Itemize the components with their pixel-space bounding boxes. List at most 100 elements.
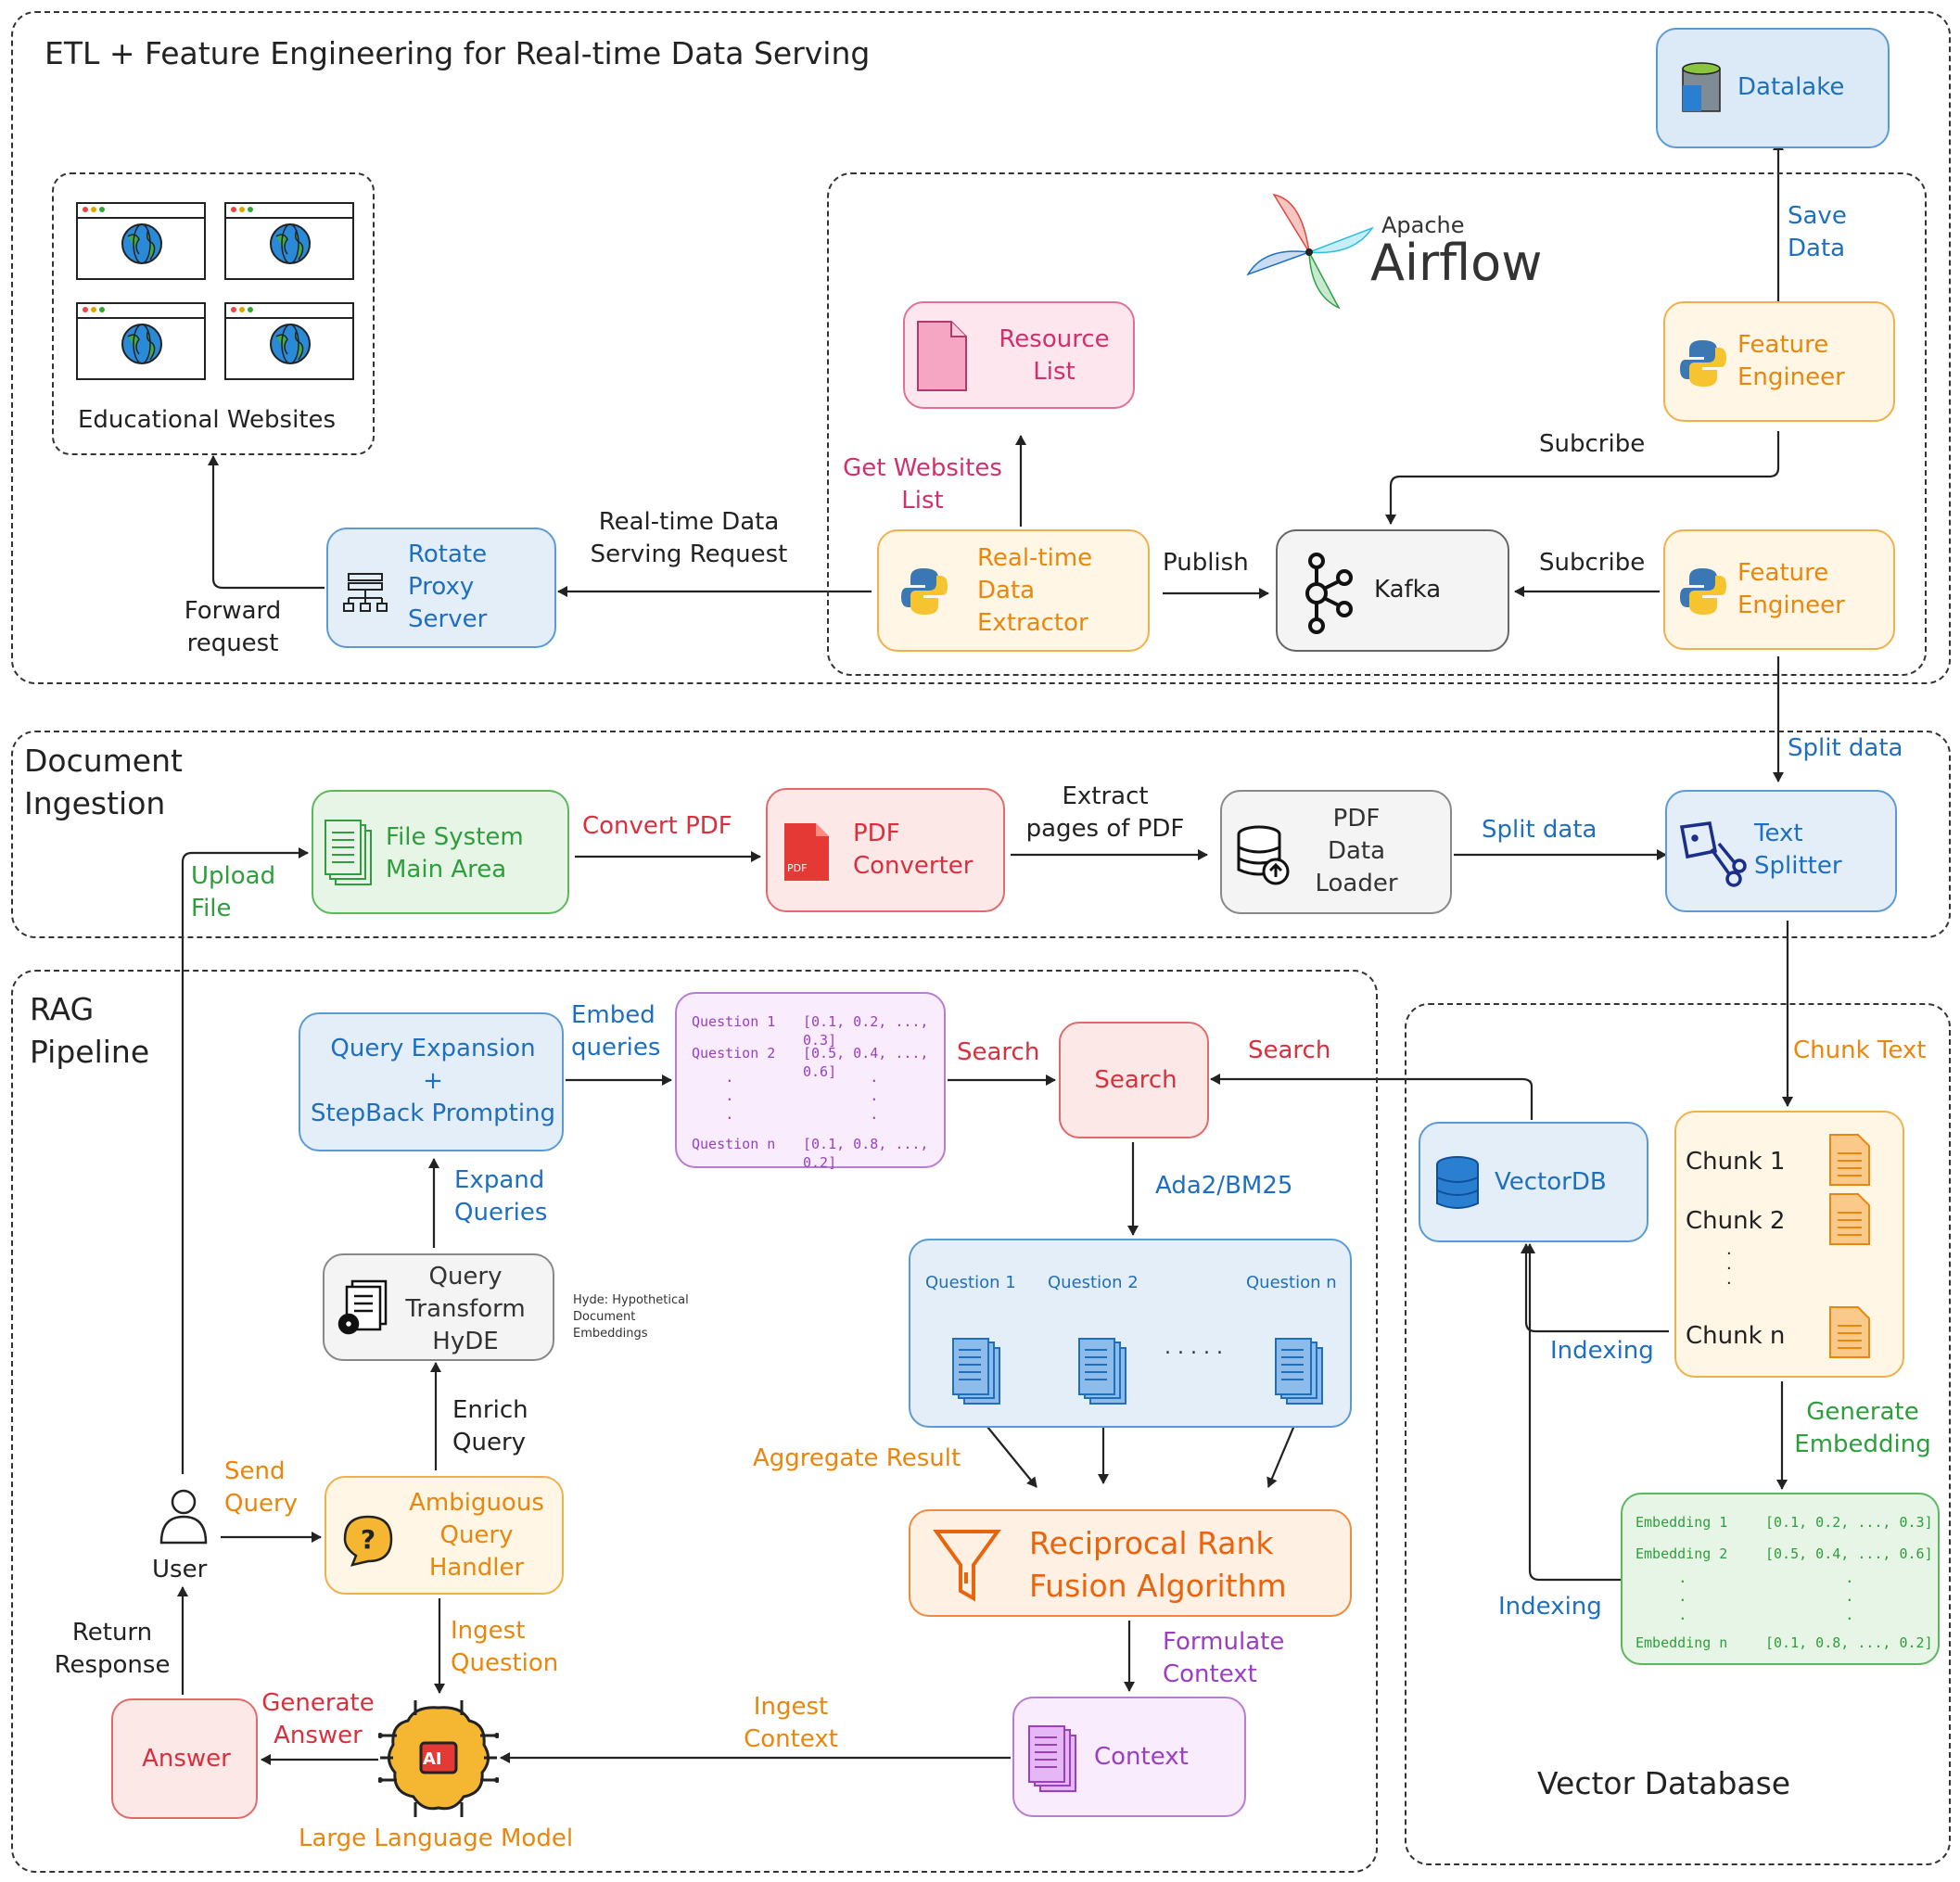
kafka-node[interactable]: Kafka [1276, 529, 1509, 652]
edge-label-enrich-query: Enrich Query [452, 1396, 528, 1456]
query-expansion-label: Query Expansion + StepBack Prompting [310, 1035, 556, 1127]
results-ellipsis: . . . . . [1165, 1336, 1223, 1359]
pdf-loader-label: PDF Data Loader [1315, 805, 1398, 897]
document-ingestion-group [11, 731, 1951, 938]
answer-node[interactable]: Answer [111, 1698, 258, 1819]
vertical-ellipsis: . . . [725, 1068, 734, 1123]
globe-icon [270, 324, 311, 364]
question-embedding-label: Question 1 [692, 1013, 776, 1030]
document-gear-icon [337, 1279, 388, 1335]
pdf-converter-node[interactable]: PDF PDF Converter [766, 788, 1005, 912]
question-embedding-value: [0.1, 0.2, ..., 0.3] [803, 1013, 929, 1049]
question-embeddings-node[interactable]: Question 1 [0.1, 0.2, ..., 0.3] Question… [675, 992, 946, 1171]
llm-label: Large Language Model [299, 1825, 574, 1852]
arrow-aggregate-left [978, 1416, 1037, 1488]
rrf-label: Reciprocal Rank Fusion Algorithm [1029, 1525, 1287, 1604]
vector-database-title: Vector Database [1537, 1765, 1791, 1801]
chunk-label: Chunk n [1686, 1322, 1786, 1350]
query-transform-node[interactable]: Query Transform HyDE [323, 1253, 554, 1361]
llm-badge: AI [423, 1749, 442, 1769]
edge-label-ingest-question: Ingest Question [451, 1617, 559, 1677]
documents-icon [952, 1338, 1000, 1405]
edge-label-subcribe-bottom: Subcribe [1539, 549, 1646, 577]
question-embedding-label: Question n [692, 1136, 776, 1152]
website-window [76, 202, 206, 280]
kafka-icon [1305, 553, 1353, 634]
edge-label-publish: Publish [1163, 549, 1249, 577]
globe-icon [270, 223, 311, 264]
chunks-node[interactable]: Chunk 1 Chunk 2 . . . Chunk n [1674, 1111, 1904, 1378]
retrieval-results-node[interactable]: Question 1 Question 2 Question n . . . .… [909, 1239, 1352, 1428]
edge-label-ada-bm25: Ada2/BM25 [1155, 1172, 1293, 1200]
arrow-forward-request [208, 455, 325, 590]
resource-list-label: Resource List [999, 325, 1110, 386]
edge-label-convert-pdf: Convert PDF [582, 812, 732, 840]
edge-label-split-data-top: Split data [1788, 734, 1903, 762]
context-node[interactable]: Context [1012, 1697, 1246, 1817]
search-label: Search [1094, 1066, 1177, 1094]
embedding-value: [0.1, 0.2, ..., 0.3] [1765, 1514, 1933, 1531]
file-stack-icon [325, 820, 372, 885]
airflow-apache-text: Apache [1381, 212, 1465, 238]
result-question-label: Question n [1246, 1273, 1337, 1292]
pdf-loader-node[interactable]: PDF Data Loader [1220, 790, 1452, 914]
database-icon [1436, 1156, 1479, 1209]
kafka-label: Kafka [1374, 576, 1442, 604]
vectordb-node[interactable]: VectorDB [1419, 1122, 1648, 1242]
question-embedding-value: [0.5, 0.4, ..., 0.6] [803, 1045, 929, 1080]
search-node[interactable]: Search [1059, 1022, 1209, 1138]
query-expansion-node[interactable]: Query Expansion + StepBack Prompting [299, 1012, 564, 1151]
website-window [224, 202, 354, 280]
datalake-node[interactable]: Datalake [1656, 28, 1890, 148]
extractor-label: Real-time Data Extractor [977, 544, 1093, 637]
vertical-ellipsis: . . . [1678, 1569, 1687, 1623]
extractor-node[interactable]: Real-time Data Extractor [877, 529, 1150, 652]
edge-label-return-response: Return Response [54, 1619, 171, 1679]
text-file-icon [1829, 1134, 1870, 1186]
question-embedding-label: Question 2 [692, 1045, 776, 1062]
embedding-label: Embedding 1 [1635, 1514, 1728, 1531]
rag-pipeline-title: RAG Pipeline [30, 991, 150, 1070]
vertical-ellipsis: . . . [1845, 1569, 1854, 1623]
question-embedding-value: [0.1, 0.8, ..., 0.2] [803, 1136, 929, 1171]
hyde-note: Hyde: Hypothetical Document Embeddings [573, 1293, 689, 1341]
chunk-label: Chunk 2 [1686, 1207, 1786, 1235]
edge-label-split-data: Split data [1482, 816, 1597, 844]
etl-group [11, 11, 1951, 684]
feature-engineer-bottom-label: Feature Engineer [1737, 559, 1845, 619]
embeddings-node[interactable]: Embedding 1 [0.1, 0.2, ..., 0.3] Embeddi… [1621, 1493, 1940, 1665]
funnel-icon [933, 1530, 1001, 1602]
edge-label-embed-queries: Embed queries [571, 1001, 661, 1062]
edge-label-indexing-bottom: Indexing [1498, 1593, 1602, 1621]
python-icon [1680, 568, 1726, 615]
edge-label-generate-answer: Generate Answer [261, 1689, 375, 1749]
globe-icon [121, 223, 162, 264]
ambiguous-handler-node[interactable]: ? Ambiguous Query Handler [325, 1476, 564, 1595]
question-bubble-icon: ? [343, 1515, 393, 1567]
edge-label-generate-embedding: Generate Embedding [1794, 1398, 1931, 1458]
chunk-label: Chunk 1 [1686, 1148, 1786, 1176]
user-label: User [152, 1556, 208, 1583]
edge-label-save-data: Save Data [1788, 202, 1847, 262]
datalake-label: Datalake [1737, 73, 1845, 101]
user-icon [159, 1489, 208, 1545]
text-splitter-label: Text Splitter [1754, 820, 1842, 880]
feature-engineer-top-label: Feature Engineer [1737, 331, 1845, 391]
edge-label-search-right: Search [1248, 1036, 1331, 1064]
rag-pipeline-group [11, 970, 1378, 1873]
rotate-proxy-node[interactable]: Rotate Proxy Server [326, 528, 556, 648]
educational-websites-caption: Educational Websites [78, 406, 337, 434]
edge-label-get-websites: Get Websites List [843, 454, 1002, 515]
embedding-value: [0.5, 0.4, ..., 0.6] [1765, 1545, 1933, 1562]
rrf-node[interactable]: Reciprocal Rank Fusion Algorithm [909, 1509, 1352, 1617]
globe-icon [121, 324, 162, 364]
result-question-label: Question 1 [925, 1273, 1016, 1292]
feature-engineer-bottom-node[interactable]: Feature Engineer [1663, 529, 1895, 650]
vectordb-label: VectorDB [1495, 1168, 1607, 1196]
file-system-node[interactable]: File System Main Area [312, 790, 569, 914]
resource-list-node[interactable]: Resource List [903, 301, 1135, 409]
feature-engineer-top-node[interactable]: Feature Engineer [1663, 301, 1895, 422]
pdf-converter-label: PDF Converter [853, 820, 974, 880]
text-splitter-node[interactable]: Text Splitter [1665, 790, 1897, 912]
